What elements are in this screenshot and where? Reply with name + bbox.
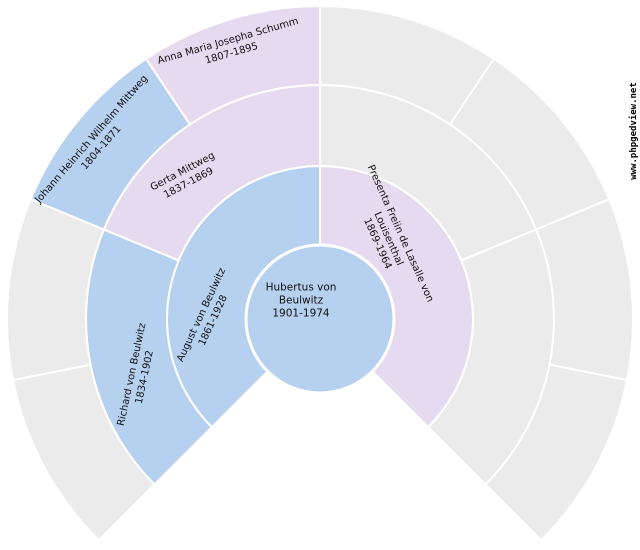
fan-sector-johann[interactable] [29,57,192,231]
fan-sector-empty-g3-s7 [484,363,629,542]
fan-sector-empty-g3-s1 [6,197,106,382]
fan-sector-empty-g3-s5 [448,57,611,231]
fan-sector-empty-g3-s0 [11,363,156,542]
fan-sector-empty-g3-s4 [319,4,496,126]
fan-sector-empty-g3-s6 [534,197,634,382]
fan-center-circle-hubertus[interactable] [244,243,396,395]
fan-sector-schumm[interactable] [144,4,321,126]
watermark: www.phpgedview.net [629,82,639,180]
